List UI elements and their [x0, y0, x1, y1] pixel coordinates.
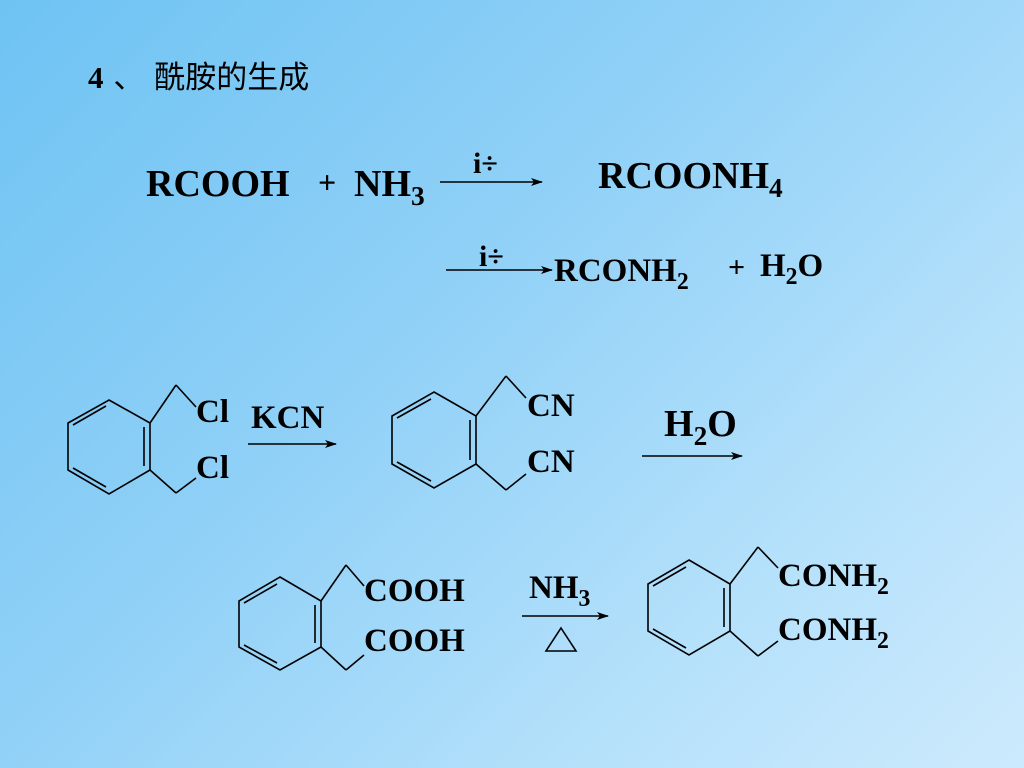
sm1-substituent-bottom: Cl [196, 450, 229, 486]
int1-substituent-top: CN [527, 388, 575, 424]
slide-title: 4 、 酰胺的生成 [88, 52, 309, 97]
arrow-label-2: i÷ [479, 240, 504, 273]
product-amide: RCONH2 [554, 253, 689, 295]
arrow-label-1: i÷ [473, 147, 498, 180]
product-ammonium-salt: RCOONH4 [598, 154, 783, 203]
title-separator: 、 [113, 60, 145, 96]
amide-subscript: 2 [676, 268, 689, 295]
reagent-ammonia-subscript: 3 [578, 585, 591, 612]
reagent-water-subscript: 2 [693, 420, 708, 451]
ammonia-main: NH [354, 163, 411, 205]
ammonium-subscript: 4 [769, 172, 783, 203]
water-o: O [797, 248, 824, 284]
ammonium-main: RCOONH [598, 155, 769, 197]
prod-top-main: CONH [778, 558, 877, 594]
water-subscript: 2 [785, 263, 798, 290]
int1-substituent-bottom: CN [527, 444, 575, 480]
reagent-water: H2O [664, 402, 737, 451]
prod-substituent-top: CONH2 [778, 558, 889, 600]
int2-substituent-top: COOH [364, 573, 465, 609]
benzene-ring-4 [647, 546, 779, 657]
reagent-water-o: O [707, 403, 737, 445]
product-water: H2O [760, 248, 824, 290]
benzene-ring-1 [67, 384, 197, 495]
heat-triangle-icon [544, 626, 578, 652]
int2-substituent-bottom: COOH [364, 623, 465, 659]
amide-main: RCONH [554, 253, 677, 289]
title-text: 酰胺的生成 [154, 60, 310, 96]
reagent-ammonia-main: NH [529, 570, 579, 606]
prod-top-subscript: 2 [877, 573, 889, 600]
title-number: 4 [88, 60, 104, 95]
reagent-water-h: H [664, 403, 694, 445]
sm1-substituent-top: Cl [196, 394, 229, 430]
plus-sign-1: + [318, 164, 337, 200]
reagent-kcn: KCN [251, 400, 325, 436]
reactant-rcooh: RCOOH [146, 163, 290, 205]
water-h: H [760, 248, 786, 284]
plus-sign-2: + [728, 251, 746, 284]
benzene-ring-2 [391, 375, 527, 491]
reagent-ammonia: NH3 [529, 570, 590, 612]
ammonia-subscript: 3 [411, 180, 425, 211]
reactant-ammonia: NH3 [354, 162, 425, 211]
prod-bottom-subscript: 2 [877, 627, 889, 654]
prod-bottom-main: CONH [778, 612, 877, 648]
prod-substituent-bottom: CONH2 [778, 612, 889, 654]
benzene-ring-3 [238, 564, 365, 671]
